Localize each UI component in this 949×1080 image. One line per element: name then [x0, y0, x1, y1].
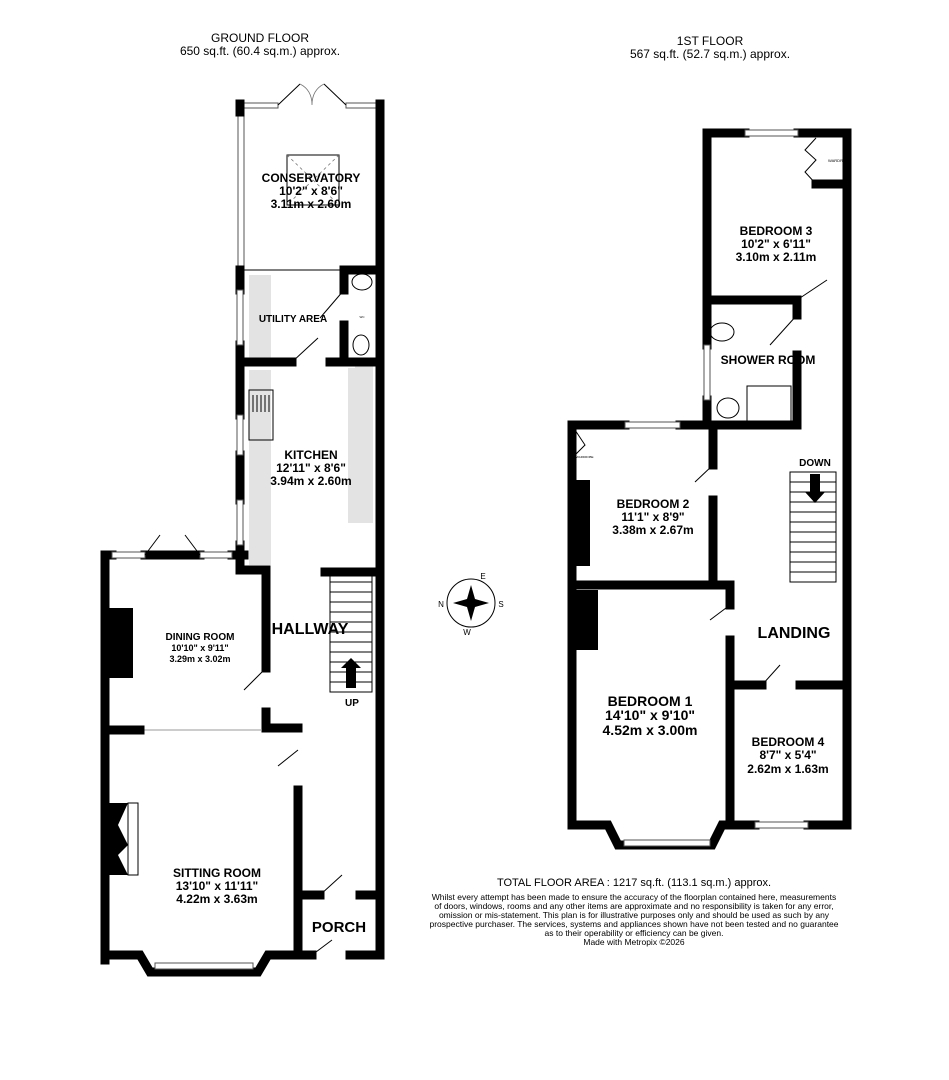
bedroom1-name: BEDROOM 1: [608, 693, 693, 709]
ground-floor-title: GROUND FLOOR: [211, 31, 309, 45]
bedroom2-name: BEDROOM 2: [617, 497, 690, 511]
bedroom3-wardrobe: WARDROBE: [828, 158, 852, 163]
compass-e: E: [480, 572, 485, 581]
bedroom2-imperial: 11'1" x 8'9": [621, 510, 684, 524]
stairs-down-label: DOWN: [799, 458, 831, 469]
compass-icon: N E S W: [438, 572, 504, 637]
disclaimer-line: of doors, windows, rooms and any other i…: [434, 901, 833, 911]
porch-name: PORCH: [312, 919, 366, 936]
hallway-name: HALLWAY: [272, 621, 349, 638]
sitting-metric: 4.22m x 3.63m: [176, 892, 257, 906]
bedroom3-name: BEDROOM 3: [740, 224, 813, 238]
dining-imperial: 10'10" x 9'11": [171, 643, 228, 653]
first-floor-area: 567 sq.ft. (52.7 sq.m.) approx.: [630, 47, 790, 61]
first-floor-title: 1ST FLOOR: [677, 34, 744, 48]
conservatory-imperial: 10'2" x 8'6": [279, 184, 343, 198]
bedroom1-imperial: 14'10" x 9'10": [605, 707, 695, 723]
sitting-name: SITTING ROOM: [173, 866, 261, 880]
utility-name: UTILITY AREA: [259, 314, 327, 325]
bedroom4-imperial: 8'7" x 5'4": [759, 748, 816, 762]
ground-floor-area: 650 sq.ft. (60.4 sq.m.) approx.: [180, 44, 340, 58]
compass-n: N: [438, 600, 444, 609]
bedroom2-wardrobe: WARDROBE: [576, 455, 594, 459]
sitting-imperial: 13'10" x 11'11": [176, 879, 259, 893]
bedroom2-metric: 3.38m x 2.67m: [612, 523, 693, 537]
stairs-up-label: UP: [345, 698, 359, 709]
bedroom4-metric: 2.62m x 1.63m: [747, 762, 828, 776]
dining-metric: 3.29m x 3.02m: [169, 654, 230, 664]
bedroom1-metric: 4.52m x 3.00m: [603, 722, 698, 738]
landing-name: LANDING: [758, 625, 831, 642]
disclaimer-line: omission or mis-statement. This plan is …: [439, 910, 830, 920]
bedroom3-metric: 3.10m x 2.11m: [736, 250, 817, 264]
wc-label: WC: [360, 315, 366, 319]
stairs-up-arrow-icon: [341, 658, 361, 688]
first-floor-plan: WARDROBE WARDROBE: [567, 128, 852, 850]
conservatory-name: CONSERVATORY: [262, 171, 361, 185]
disclaimer-line: Whilst every attempt has been made to en…: [432, 892, 836, 902]
credit: Made with Metropix ©2026: [583, 937, 685, 947]
kitchen-name: KITCHEN: [284, 448, 337, 462]
total-floor-area: TOTAL FLOOR AREA : 1217 sq.ft. (113.1 sq…: [497, 877, 771, 889]
dining-name: DINING ROOM: [166, 632, 235, 643]
bedroom3-imperial: 10'2" x 6'11": [741, 237, 811, 251]
conservatory-metric: 3.11m x 2.60m: [271, 197, 352, 211]
kitchen-metric: 3.94m x 2.60m: [270, 474, 351, 488]
bedroom4-name: BEDROOM 4: [752, 735, 825, 749]
disclaimer-line: as to their operability or efficiency ca…: [545, 928, 724, 938]
compass-s: S: [498, 600, 503, 609]
compass-w: W: [463, 628, 471, 637]
shower-name: SHOWER ROOM: [721, 353, 816, 367]
ground-floor-plan: WC: [100, 83, 385, 977]
disclaimer-line: prospective purchaser. The services, sys…: [429, 919, 838, 929]
stairs-down-arrow-icon: [805, 474, 825, 503]
kitchen-imperial: 12'11" x 8'6": [276, 461, 346, 475]
